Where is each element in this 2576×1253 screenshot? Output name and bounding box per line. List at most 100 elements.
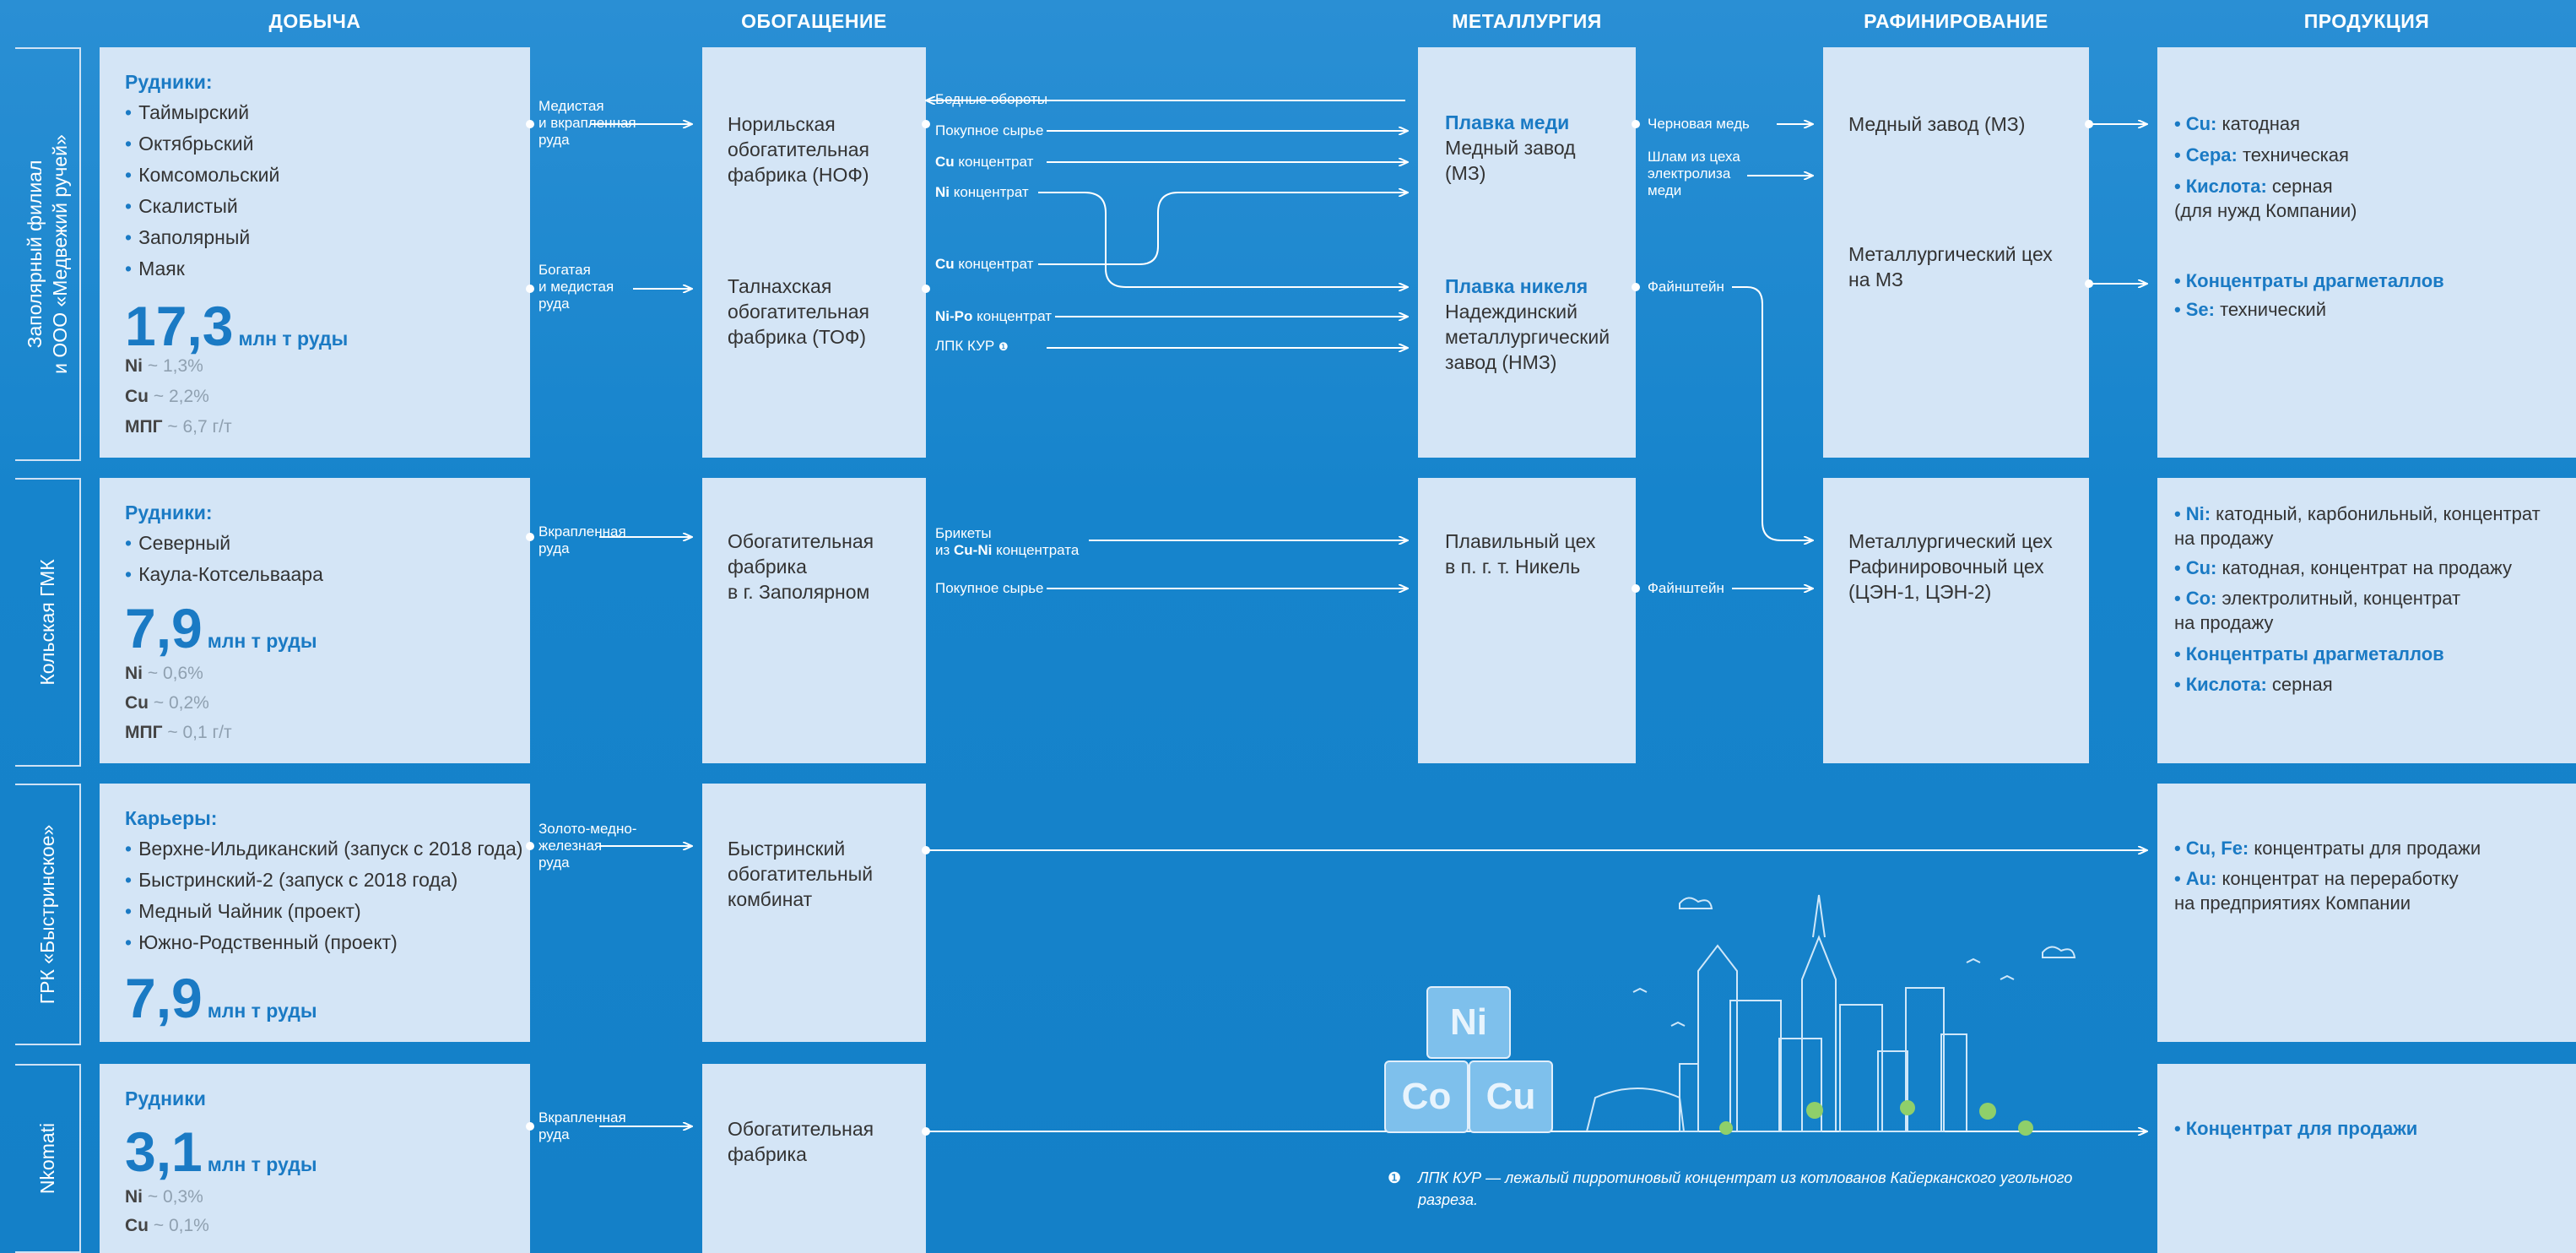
products-card-1: •Cu: катодная •Сера: техническая •Кислот… xyxy=(2157,47,2576,458)
mines-title: Рудники: xyxy=(125,71,213,93)
grade-ni: Ni ~ 0,6% xyxy=(125,664,203,683)
flow-label: Шлам из цеха электролиза меди xyxy=(1648,149,1740,198)
refining-kola-shops: Металлургический цех Рафинировочный цех … xyxy=(1848,530,2053,603)
division-label-nkomati: Nkomati xyxy=(15,1064,81,1253)
mine-item: •Северный xyxy=(125,532,231,554)
division-label-bystrinskoe: ГРК «Быстринское» xyxy=(15,784,81,1045)
header-beneficiation: ОБОГАЩЕНИЕ xyxy=(741,10,887,32)
smelting-shop-nikel: Плавильный цех в п. г. т. Никель xyxy=(1445,530,1596,578)
plant-bgok: Быстринский обогатительный комбинат xyxy=(728,838,874,910)
mine-item: •Заполярный xyxy=(125,226,251,248)
city-illustration xyxy=(1586,894,2076,1132)
mine-item: •Медный Чайник (проект) xyxy=(125,900,361,922)
mine-item: •Скалистый xyxy=(125,195,238,217)
header-refining: РАФИНИРОВАНИЕ xyxy=(1864,10,2048,32)
grade-cu: Cu ~ 0,1% xyxy=(125,1216,209,1235)
mine-item: •Верхне-Ильдиканский (запуск с 2018 года… xyxy=(125,838,523,860)
flow-label: Cu концентрат xyxy=(935,154,1034,170)
ore-label-4: Золото-медно- железная руда xyxy=(538,821,637,871)
mine-item: •Комсомольский xyxy=(125,164,280,186)
grade-pgm: МПГ ~ 0,1 г/т xyxy=(125,723,232,742)
refining-metallurgical-shop: Металлургический цех на МЗ xyxy=(1848,243,2053,290)
mine-item: •Южно-Родственный (проект) xyxy=(125,931,398,953)
product-item: •Сера: техническая xyxy=(2174,144,2349,165)
mine-item: •Маяк xyxy=(125,258,185,279)
product-item: •Se: технический xyxy=(2174,299,2326,320)
product-item: •Au: концентрат на переработку на предпр… xyxy=(2174,868,2459,914)
refining-card-1: Медный завод (МЗ) Металлургический цех н… xyxy=(1823,47,2089,458)
mines-title: Рудники: xyxy=(125,502,213,523)
grade-ni: Ni ~ 0,3% xyxy=(125,1187,203,1207)
flow-label: Файнштейн xyxy=(1648,279,1724,295)
grade-pgm: МПГ ~ 6,7 г/т xyxy=(125,417,232,437)
footnote-text: ЛПК КУР — лежалый пирротиновый концентра… xyxy=(1418,1169,2073,1208)
flow-arrow xyxy=(1732,286,1813,540)
mining-card-kola: Рудники: •Северный •Каула-Котсельваара 7… xyxy=(100,478,530,763)
mine-item: •Таймырский xyxy=(125,101,250,123)
product-item: •Кислота: серная xyxy=(2174,674,2333,695)
beneficiation-card-4: Обогатительная фабрика xyxy=(702,1064,926,1253)
products-card-3: •Cu, Fe: концентраты для продажи •Au: ко… xyxy=(2157,784,2576,1042)
product-item: •Ni: катодный, карбонильный, концентрат … xyxy=(2174,503,2541,549)
division-label-kola: Кольская ГМК xyxy=(15,478,81,767)
beneficiation-card-2: Обогатительная фабрика в г. Заполярном xyxy=(702,478,926,763)
nickel-cube-icon: Ni xyxy=(1426,986,1511,1059)
copper-cube-icon: Cu xyxy=(1469,1060,1553,1133)
ore-label-2: Богатая и медистая руда xyxy=(538,262,614,312)
nadezhda-plant: Надеждинский металлургический завод (НМЗ… xyxy=(1445,301,1610,373)
flow-label: Черновая медь xyxy=(1648,116,1750,132)
product-item: •Концентрат для продажи xyxy=(2174,1118,2418,1139)
products-card-2: •Ni: катодный, карбонильный, концентрат … xyxy=(2157,478,2576,763)
flow-label: Покупное сырье xyxy=(935,580,1044,596)
ore-label-1: Медистая и вкрапленная руда xyxy=(538,98,636,148)
product-item: •Концентраты драгметаллов xyxy=(2174,270,2444,291)
cobalt-cube-icon: Co xyxy=(1384,1060,1469,1133)
flow-label: Ni концентрат xyxy=(935,184,1029,200)
plant-nof: Норильская обогатительная фабрика (НОФ) xyxy=(728,113,869,186)
flow-label: Покупное сырье xyxy=(935,122,1044,138)
flow-label: Cu концентрат xyxy=(935,256,1034,272)
product-item: •Cu, Fe: концентраты для продажи xyxy=(2174,838,2481,859)
flow-label: Бедные обороты xyxy=(935,91,1048,107)
plant-nkomati: Обогатительная фабрика xyxy=(728,1118,874,1165)
nickel-smelting-title: Плавка никеля xyxy=(1445,275,1588,297)
product-item: •Cu: катодная, концентрат на продажу xyxy=(2174,557,2512,578)
flow-label: Ni-Po концентрат xyxy=(935,308,1053,324)
beneficiation-card-1: Норильская обогатительная фабрика (НОФ) … xyxy=(702,47,926,458)
refining-card-2: Металлургический цех Рафинировочный цех … xyxy=(1823,478,2089,763)
mining-card-bystrinskoe: Карьеры: •Верхне-Ильдиканский (запуск с … xyxy=(100,784,530,1042)
footnote: ❶ ЛПК КУР — лежалый пирротиновый концент… xyxy=(1388,1167,2073,1211)
mine-item: •Каула-Котсельваара xyxy=(125,563,323,585)
refining-copper-plant: Медный завод (МЗ) xyxy=(1848,113,2026,135)
grade-ni: Ni ~ 1,3% xyxy=(125,356,203,376)
metallurgy-card-2: Плавильный цех в п. г. т. Никель xyxy=(1418,478,1636,763)
mines-title: Рудники xyxy=(125,1088,206,1109)
flow-label: Файнштейн xyxy=(1648,580,1724,596)
flow-arrow xyxy=(1038,192,1408,287)
flow-label: ЛПК КУР ❶ xyxy=(935,338,1009,354)
footnote-marker: ❶ xyxy=(1388,1169,1402,1186)
ore-label-5: Вкрапленная руда xyxy=(538,1109,626,1142)
trees-icon xyxy=(1719,1100,2033,1136)
products-card-4: •Концентрат для продажи xyxy=(2157,1064,2576,1253)
header-products: ПРОДУКЦИЯ xyxy=(2303,10,2430,32)
copper-plant: Медный завод (МЗ) xyxy=(1445,137,1576,184)
division-label-polar: Заполярный филиал и ООО «Медвежий ручей» xyxy=(15,47,81,461)
product-item: •Co: электролитный, концентрат на продаж… xyxy=(2174,588,2461,633)
copper-smelting-title: Плавка меди xyxy=(1445,111,1570,133)
product-item: •Кислота: серная (для нужд Компании) xyxy=(2174,176,2357,221)
flow-arrow xyxy=(1038,193,1408,265)
grade-cu: Cu ~ 2,2% xyxy=(125,387,209,406)
plant-tof: Талнахская обогатительная фабрика (ТОФ) xyxy=(728,275,869,348)
product-item: •Концентраты драгметаллов xyxy=(2174,643,2444,664)
mine-item: •Октябрьский xyxy=(125,133,254,155)
metallurgy-card-1: Плавка меди Медный завод (МЗ) Плавка ник… xyxy=(1418,47,1636,458)
product-item: •Cu: катодная xyxy=(2174,113,2301,134)
